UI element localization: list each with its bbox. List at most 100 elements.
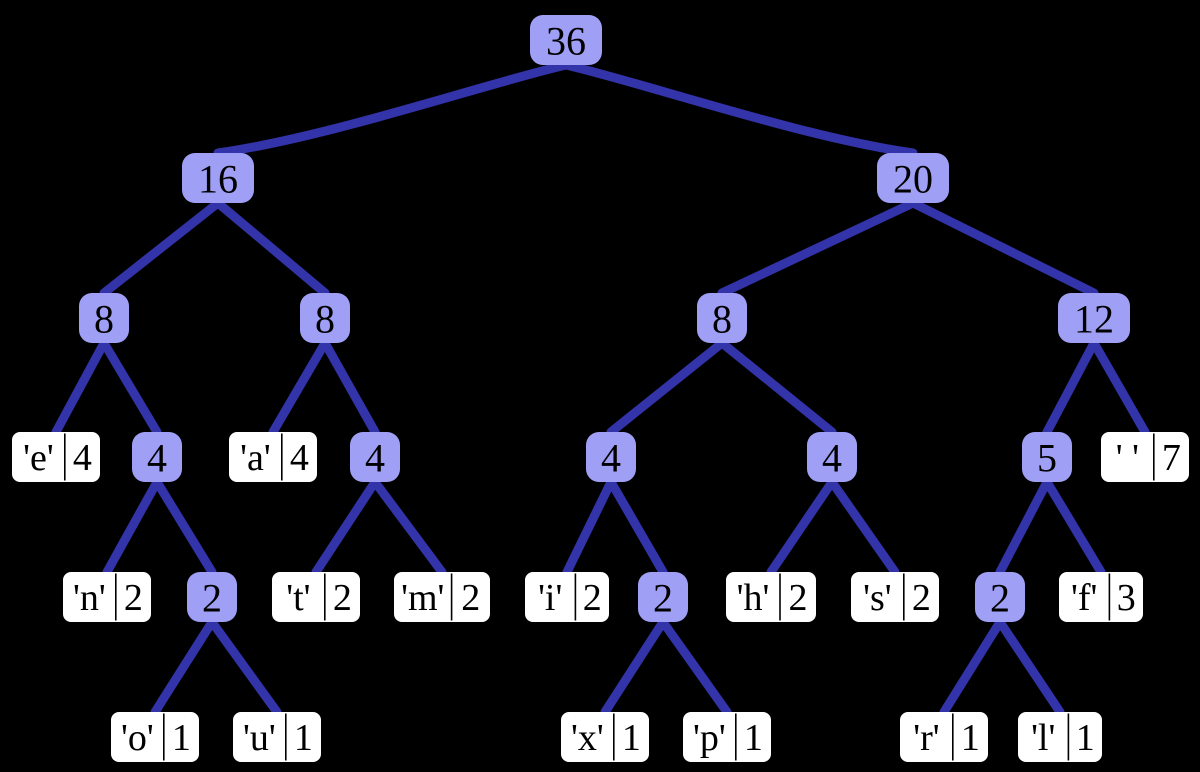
internal-node[interactable]: 8 (300, 293, 350, 343)
internal-node-weight: 12 (1074, 297, 1114, 342)
internal-node-box (1022, 432, 1072, 482)
leaf-node[interactable]: ' ' 7 (1101, 432, 1189, 482)
leaf-frequency: 2 (461, 577, 480, 619)
internal-node-box (638, 572, 688, 622)
internal-node-box (877, 153, 949, 203)
internal-node-box (132, 432, 182, 482)
internal-node[interactable]: 4 (807, 432, 857, 482)
internal-node-weight: 4 (601, 436, 621, 481)
tree-edge (939, 617, 1005, 717)
tree-edge (995, 477, 1052, 577)
leaf-frequency: 1 (294, 717, 313, 759)
leaf-node-box (561, 712, 649, 762)
internal-node[interactable]: 8 (697, 293, 747, 343)
internal-node-weight: 4 (365, 436, 385, 481)
leaf-character: 'u' (243, 717, 276, 759)
leaf-node-box (12, 432, 100, 482)
tree-edge (213, 198, 330, 298)
tree-edge (311, 477, 380, 577)
internal-node-weight: 8 (315, 297, 335, 342)
tree-edge (561, 60, 918, 158)
tree-edge (1042, 477, 1106, 577)
leaf-node[interactable]: 'h'2 (726, 572, 816, 622)
leaf-node[interactable]: 'u' 1 (233, 712, 321, 762)
leaf-node[interactable]: 'l'1 (1018, 712, 1102, 762)
internal-node[interactable]: 4 (132, 432, 182, 482)
leaf-node[interactable]: 'o'1 (111, 712, 199, 762)
leaf-character: 'i' (538, 577, 562, 619)
leaf-character: 'n' (73, 577, 106, 619)
leaf-node[interactable]: 't' 2 (272, 572, 360, 622)
tree-edge (268, 338, 330, 437)
leaf-node[interactable]: 'a'4 (229, 432, 317, 482)
internal-node-weight: 2 (653, 576, 673, 621)
leaf-node[interactable]: 'r'1 (900, 712, 988, 762)
leaf-node-box (272, 572, 360, 622)
leaf-node[interactable]: 'i' 2 (525, 572, 609, 622)
internal-node-weight: 20 (893, 157, 933, 202)
internal-node[interactable]: 4 (350, 432, 400, 482)
leaf-frequency: 1 (622, 717, 641, 759)
leaf-character: 'e' (23, 437, 54, 479)
internal-node-box (187, 572, 237, 622)
internal-node-box (697, 293, 747, 343)
internal-node[interactable]: 5 (1022, 432, 1072, 482)
leaf-frequency: 7 (1162, 437, 1181, 479)
internal-node-weight: 5 (1037, 436, 1057, 481)
leaf-node[interactable]: 'x'1 (561, 712, 649, 762)
leaf-character: 'h' (737, 577, 770, 619)
leaf-node-box (900, 712, 988, 762)
tree-edge (51, 338, 109, 437)
internal-node-box (807, 432, 857, 482)
leaf-character: 'p' (693, 717, 726, 759)
internal-node-box (182, 153, 254, 203)
internal-node-weight: 2 (990, 576, 1010, 621)
internal-node[interactable]: 2 (975, 572, 1025, 622)
tree-edge (827, 477, 900, 577)
internal-node[interactable]: 2 (187, 572, 237, 622)
leaf-frequency: 2 (124, 577, 143, 619)
internal-node[interactable]: 16 (182, 153, 254, 203)
tree-edge (1042, 338, 1099, 437)
internal-node[interactable]: 4 (586, 432, 636, 482)
leaf-character: 'f' (1071, 577, 1097, 619)
internal-node[interactable]: 20 (877, 153, 949, 203)
leaf-character: 'm' (401, 577, 444, 619)
tree-edge (370, 477, 447, 577)
leaf-node-box (229, 432, 317, 482)
internal-node[interactable]: 2 (638, 572, 688, 622)
internal-node[interactable]: 12 (1058, 293, 1130, 343)
leaf-node-box (394, 572, 490, 622)
internal-node[interactable]: 8 (79, 293, 129, 343)
leaf-node[interactable]: 'f'3 (1059, 572, 1143, 622)
leaf-frequency: 2 (333, 577, 352, 619)
leaf-frequency: 4 (73, 437, 92, 479)
leaf-node-box (233, 712, 321, 762)
leaf-node-box (525, 572, 609, 622)
tree-edge (600, 617, 668, 717)
internal-node-weight: 2 (202, 576, 222, 621)
leaf-node[interactable]: 'n' 2 (63, 572, 151, 622)
tree-edge (152, 477, 217, 577)
leaf-node-box (726, 572, 816, 622)
internal-node-weight: 36 (546, 19, 586, 64)
leaf-node[interactable]: 'p'1 (683, 712, 771, 762)
tree-edge (213, 60, 571, 158)
leaf-character: ' ' (1116, 437, 1139, 479)
internal-node[interactable]: 36 (530, 15, 602, 65)
leaf-node[interactable]: 'm' 2 (394, 572, 490, 622)
leaf-character: 't' (286, 577, 310, 619)
leaf-node[interactable]: 's'2 (851, 572, 939, 622)
tree-edge (102, 477, 162, 577)
leaf-node[interactable]: 'e' 4 (12, 432, 100, 482)
leaf-character: 'r' (913, 717, 939, 759)
internal-node-weight: 8 (94, 297, 114, 342)
leaf-frequency: 1 (1076, 717, 1095, 759)
tree-edge (99, 198, 223, 298)
leaf-frequency: 2 (583, 577, 602, 619)
internal-node-box (350, 432, 400, 482)
internal-node-weight: 4 (822, 436, 842, 481)
